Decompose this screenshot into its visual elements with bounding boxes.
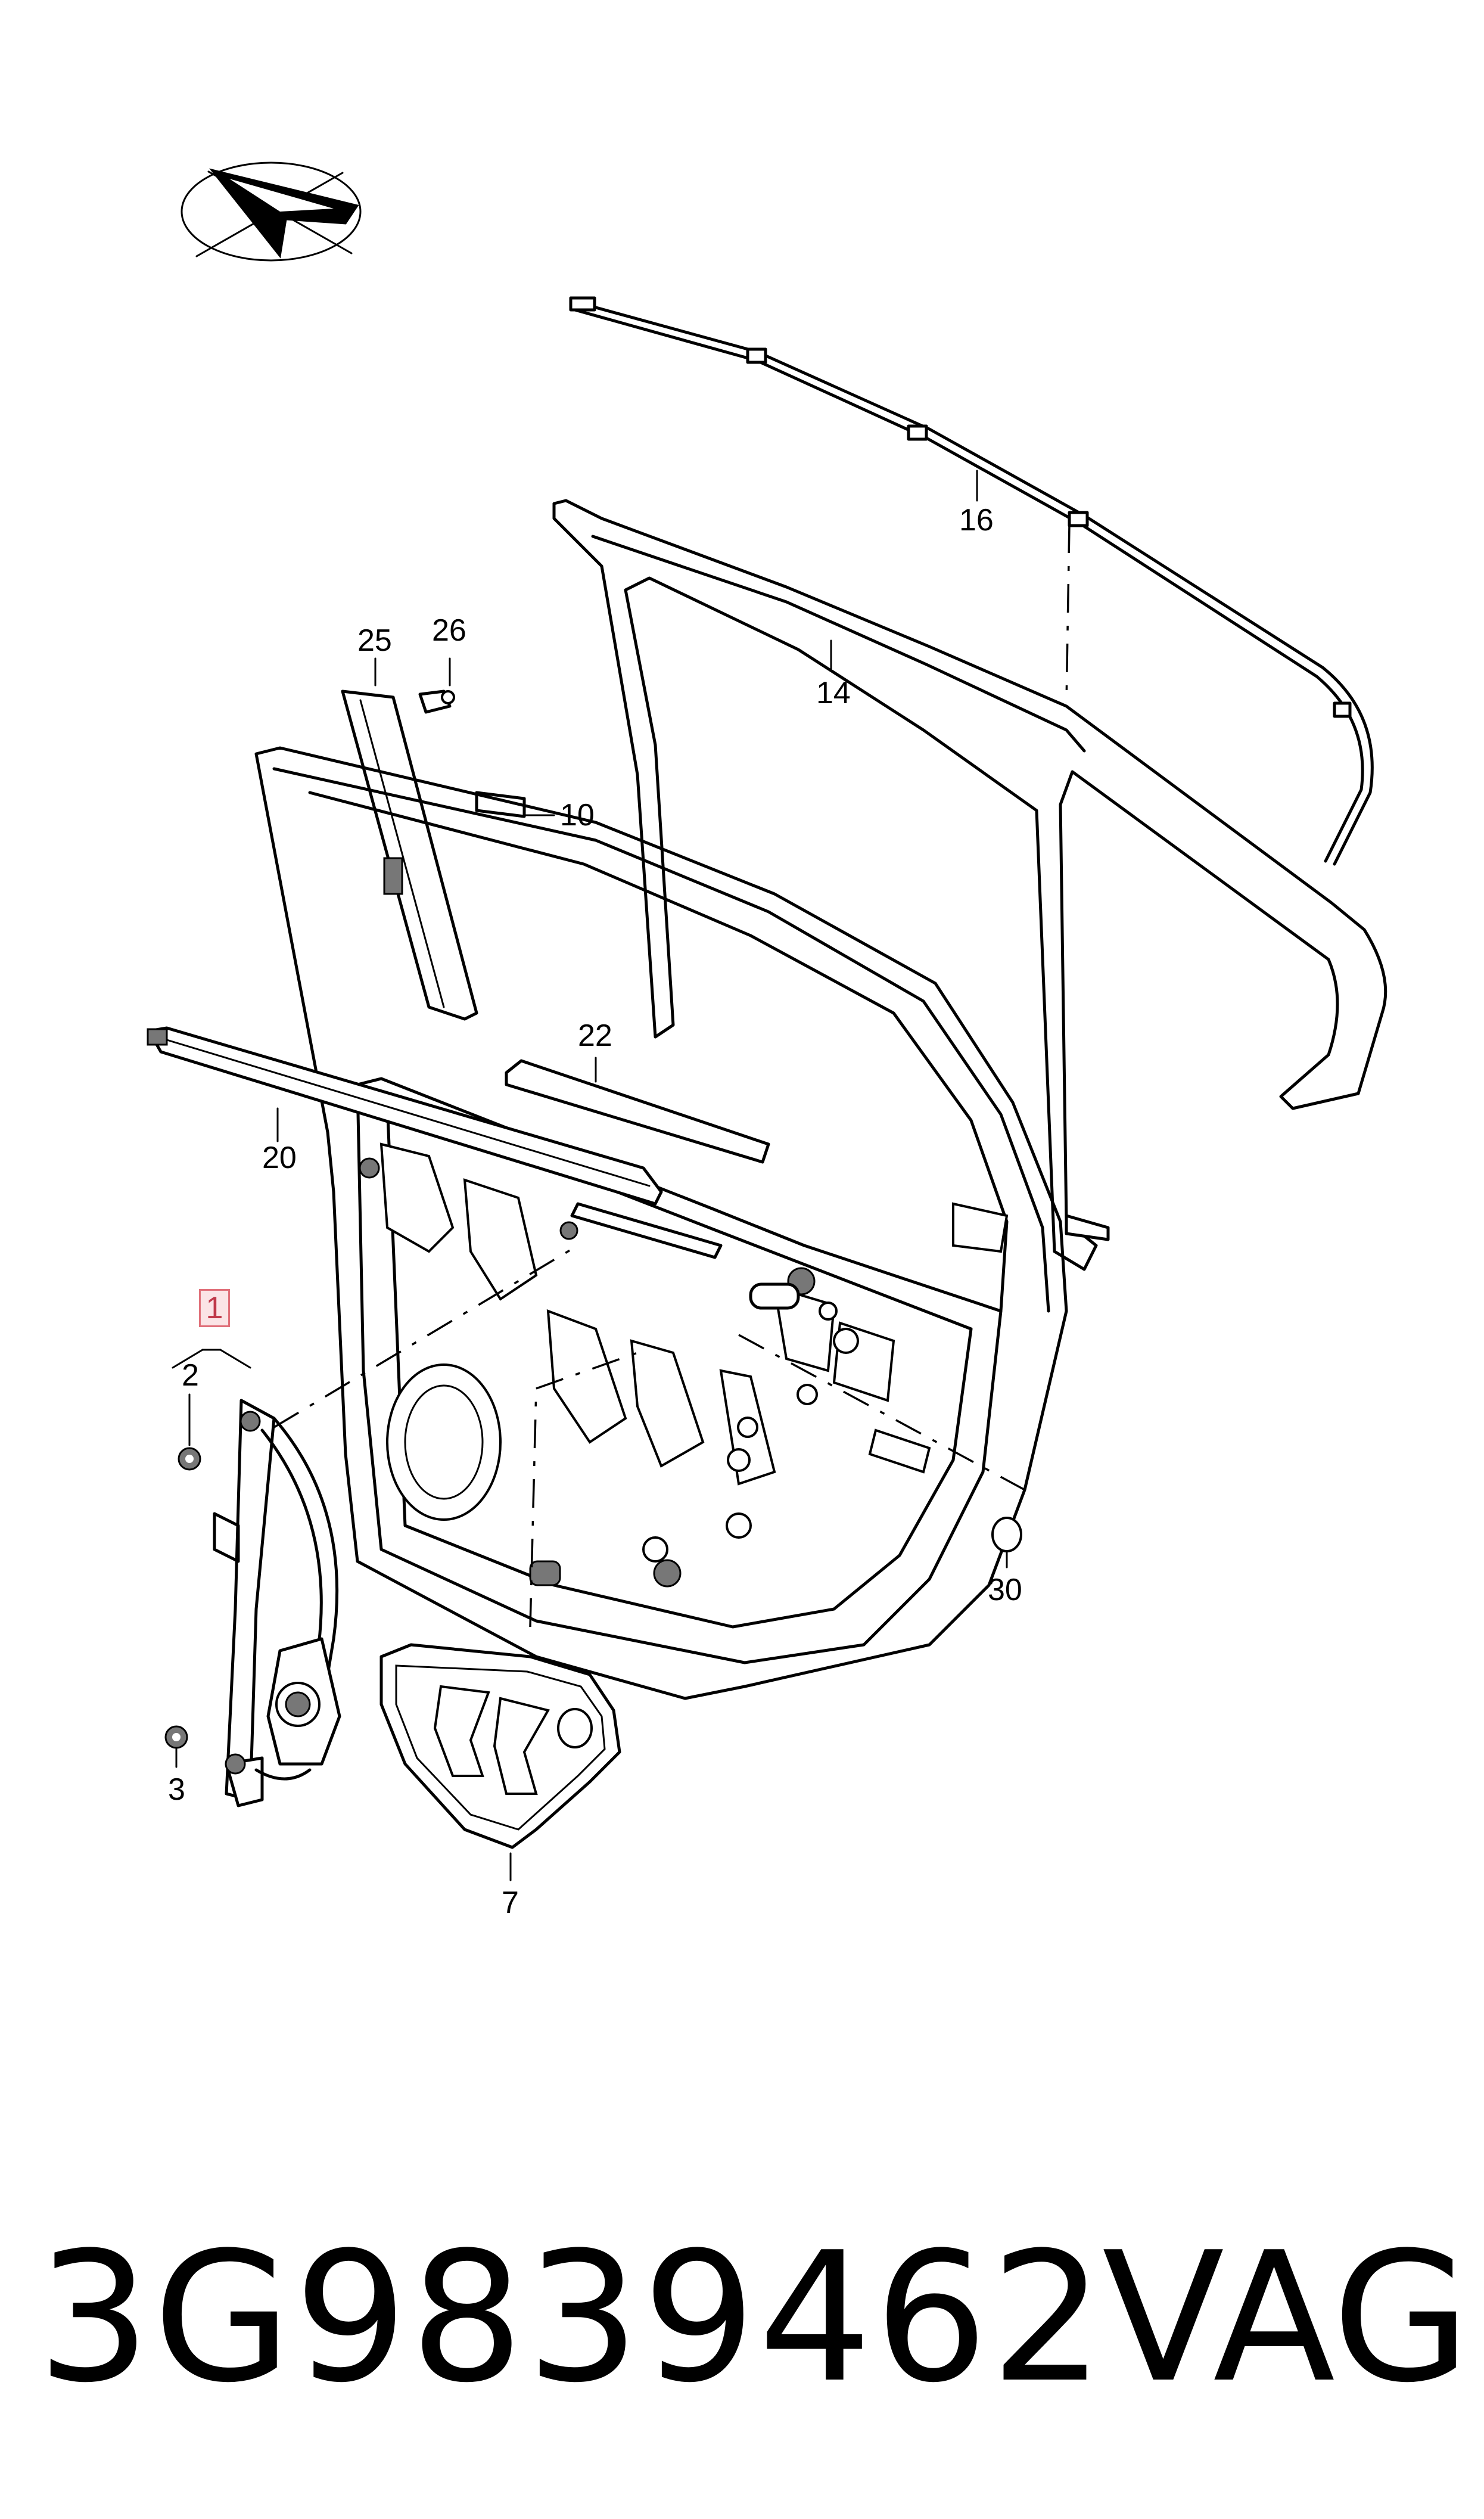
exploded-parts-diagram: 16 14 25 26 10 xyxy=(147,161,1387,1920)
callout-26: 26 xyxy=(432,613,466,648)
callout-20: 20 xyxy=(262,1141,297,1175)
bracket-1-left xyxy=(172,1349,204,1369)
part-26-clip xyxy=(418,689,455,714)
leader-dash-30 xyxy=(738,1334,1025,1491)
part-16-upper-seal xyxy=(569,296,1374,866)
callout-7: 7 xyxy=(502,1886,519,1920)
leader-dash-16 xyxy=(1065,524,1071,704)
callout-3: 3 xyxy=(168,1772,185,1807)
callout-25: 25 xyxy=(357,623,392,658)
brand-name: VAG xyxy=(1102,2214,1471,2422)
part-7-sealing-membrane xyxy=(379,1643,621,1849)
part-30-plug xyxy=(991,1517,1022,1552)
bracket-1-right xyxy=(219,1349,251,1369)
part-20-outer-strip xyxy=(147,1026,663,1206)
callout-30: 30 xyxy=(988,1573,1022,1607)
callout-22: 22 xyxy=(578,1018,612,1053)
leader-dash-7a xyxy=(529,1388,537,1627)
callout-1-highlighted[interactable]: 1 xyxy=(199,1289,230,1327)
callout-14: 14 xyxy=(816,676,851,710)
part-3-nut xyxy=(164,1725,188,1749)
part-14-door-seal xyxy=(552,499,1387,1271)
callout-2: 2 xyxy=(182,1358,199,1393)
leader-dash-7b xyxy=(536,1352,638,1390)
part-25-trim-strip xyxy=(341,689,478,1021)
part-2-nut xyxy=(178,1447,201,1471)
part-number: 3G9839462 xyxy=(37,2214,1107,2422)
part-1-window-regulator xyxy=(213,1399,341,1807)
callout-16: 16 xyxy=(959,503,994,538)
direction-arrow-icon xyxy=(181,161,362,262)
part-22-window-channel xyxy=(505,1059,770,1259)
door-shell xyxy=(254,746,1110,1700)
